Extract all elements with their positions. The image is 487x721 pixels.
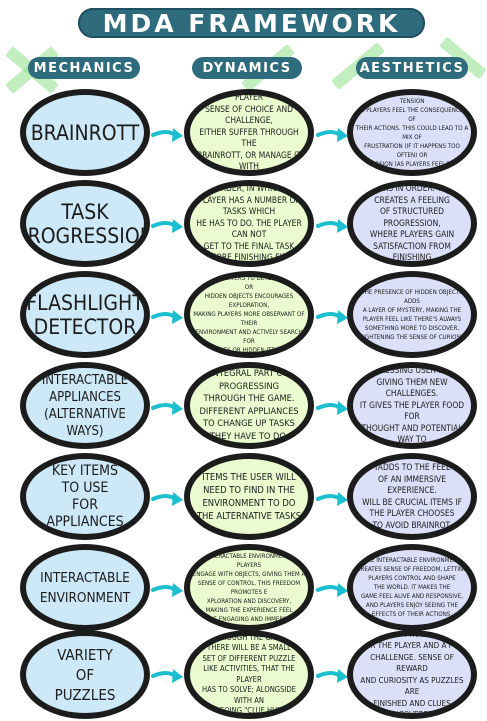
arrow-right-icon (151, 492, 183, 506)
aesthetic-text: TADDS TO THE FEEL OF AN IMMERSIVE EXPERI… (362, 462, 462, 530)
arrow-right-icon (151, 401, 183, 415)
header-dynamics: DYNAMICS (192, 57, 302, 79)
dynamic-node-key-items: ITEMS THE USER WILL NEED TO FIND IN THE … (184, 453, 314, 540)
aesthetic-node-interactable-environment: THE INTERACTABLE ENVIRONMENT CREATES SEN… (347, 544, 477, 631)
dynamic-node-variety-of-puzzles: THROUGH THE GAME THERE WILL BE A SMALL S… (184, 630, 314, 719)
page-title: MDA FRAMEWORK (102, 8, 401, 38)
dynamic-node-interactable-environment: THE INTERACTABLE ENVIRONMENT LETS PLAYER… (184, 544, 314, 631)
dynamic-text: THE INTERACTABLE ENVIRONMENT LETS PLAYER… (192, 552, 306, 623)
arrow-right-icon (316, 583, 348, 597)
aesthetic-text: SERVES AS A TRAINING TOOL FOR THE PLAYER… (359, 630, 465, 719)
aesthetic-text: THE INTERACTABLE ENVIRONMENT CREATES SEN… (356, 557, 468, 618)
mechanic-label: INTERACTABLE APPLIANCES (ALTERNATIVE WAY… (41, 372, 129, 439)
mechanic-label: FLASHLIGHT DETECTOR (26, 290, 144, 339)
mechanic-label: TASK PROGRESSION (20, 199, 150, 248)
dynamic-text: THROUGH THE GAME THERE WILL BE A SMALL S… (201, 632, 297, 715)
arrow-right-icon (316, 219, 348, 233)
aesthetic-text: THE VIGNETTE EFFECT AND MOVEMENT SURROUN… (355, 89, 469, 176)
mechanic-node-interactable-environment: INTERACTABLE ENVIRONMENT (20, 544, 150, 631)
arrow-right-icon (151, 219, 183, 233)
header-aesthetics: AESTHETICS (356, 57, 468, 79)
mechanic-label: INTERACTABLE ENVIRONMENT (39, 569, 131, 606)
mechanic-node-task-progression: TASK PROGRESSION (20, 180, 150, 267)
aesthetic-node-key-items: TADDS TO THE FEEL OF AN IMMERSIVE EXPERI… (347, 453, 477, 540)
dynamic-node-task-progression: SECOND MECHANIC IN ORDER, IN WHICH PLAYE… (184, 180, 314, 267)
arrow-right-icon (151, 310, 183, 324)
header-aesthetics-label: AESTHETICS (359, 60, 465, 76)
aesthetic-node-variety-of-puzzles: SERVES AS A TRAINING TOOL FOR THE PLAYER… (347, 630, 477, 719)
mechanic-label: KEY ITEMS TO USE FOR APPLIANCES (46, 462, 124, 530)
dynamic-node-flashlight-detector: ALLOWS PLAYERS TO DETECT SECRET OR HIDDE… (184, 271, 314, 358)
arrow-right-icon (316, 669, 348, 683)
header-mechanics: MECHANICS (28, 57, 140, 79)
dynamic-text: INTEGRAL PART OF PROGRESSING THROUGH THE… (199, 368, 299, 442)
mechanic-node-key-items: KEY ITEMS TO USE FOR APPLIANCES (20, 453, 150, 540)
aesthetic-node-interactable-appliances: SENSE OF DISCOVERY AND PROGRESSING USER … (347, 362, 477, 449)
aesthetic-text: THE PLAYER MUST COMPLETE TASKS IN ORDER.… (369, 183, 455, 263)
dynamic-node-brainrott: MAIN MECHANIC, GIVES THE PLAYER SENSE OF… (184, 89, 314, 176)
mechanic-node-interactable-appliances: INTERACTABLE APPLIANCES (ALTERNATIVE WAY… (20, 362, 150, 449)
arrow-right-icon (316, 401, 348, 415)
mechanic-node-variety-of-puzzles: VARIETY OF PUZZLES (20, 630, 150, 719)
arrow-right-icon (151, 583, 183, 597)
dynamic-text: ALLOWS PLAYERS TO DETECT SECRET OR HIDDE… (193, 275, 305, 354)
dynamic-text: SECOND MECHANIC IN ORDER, IN WHICH PLAYE… (196, 183, 302, 263)
aesthetic-text: SENSE OF DISCOVERY AND PROGRESSING USER … (358, 365, 466, 445)
aesthetic-node-task-progression: THE PLAYER MUST COMPLETE TASKS IN ORDER.… (347, 180, 477, 267)
dynamic-node-interactable-appliances: INTEGRAL PART OF PROGRESSING THROUGH THE… (184, 362, 314, 449)
arrow-right-icon (151, 128, 183, 142)
aesthetic-node-flashlight-detector: THE PRESENCE OF HIDDEN OBJECTS ADDS A LA… (347, 271, 477, 358)
dynamic-text: ITEMS THE USER WILL NEED TO FIND IN THE … (196, 471, 302, 522)
mechanic-label: BRAINROTT (30, 120, 140, 145)
arrow-right-icon (316, 492, 348, 506)
aesthetic-node-brainrott: THE VIGNETTE EFFECT AND MOVEMENT SURROUN… (347, 89, 477, 176)
header-mechanics-label: MECHANICS (33, 60, 135, 76)
header-dynamics-label: DYNAMICS (202, 60, 292, 76)
mechanic-node-flashlight-detector: FLASHLIGHT DETECTOR (20, 271, 150, 358)
mechanic-node-brainrott: BRAINROTT (20, 89, 150, 176)
dynamic-text: MAIN MECHANIC, GIVES THE PLAYER SENSE OF… (197, 92, 301, 172)
aesthetic-text: THE PRESENCE OF HIDDEN OBJECTS ADDS A LA… (355, 288, 469, 341)
arrow-right-icon (316, 128, 348, 142)
arrow-right-icon (316, 310, 348, 324)
arrow-right-icon (151, 669, 183, 683)
mechanic-label: VARIETY OF PUZZLES (54, 645, 116, 704)
title-banner: MDA FRAMEWORK (78, 8, 425, 38)
